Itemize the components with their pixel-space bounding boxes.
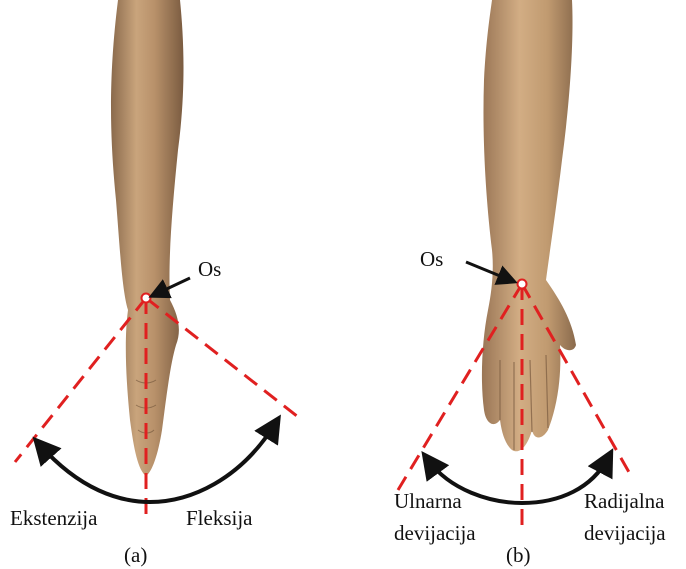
extension-label: Ekstenzija [10, 506, 98, 530]
panel-a: Os Ekstenzija Fleksija (a) [10, 0, 302, 567]
ulnar-deviation-label-line2: devijacija [394, 521, 476, 545]
radial-deviation-label-line1: Radijalna [584, 489, 665, 513]
caption-b: (b) [506, 543, 531, 567]
axis-point-b [518, 280, 527, 289]
ulnar-deviation-label-line1: Ulnarna [394, 489, 462, 513]
caption-a: (a) [124, 543, 147, 567]
radial-deviation-label-line2: devijacija [584, 521, 666, 545]
guide-line-left [15, 298, 146, 462]
axis-label-b: Os [420, 247, 443, 271]
axis-point-a [142, 294, 151, 303]
panel-b: Os Ulnarna devijacija Radijalna devijaci… [394, 0, 666, 567]
flexion-label: Fleksija [186, 506, 253, 530]
axis-label-a: Os [198, 257, 221, 281]
forearm-palm-view-illustration [482, 0, 576, 451]
